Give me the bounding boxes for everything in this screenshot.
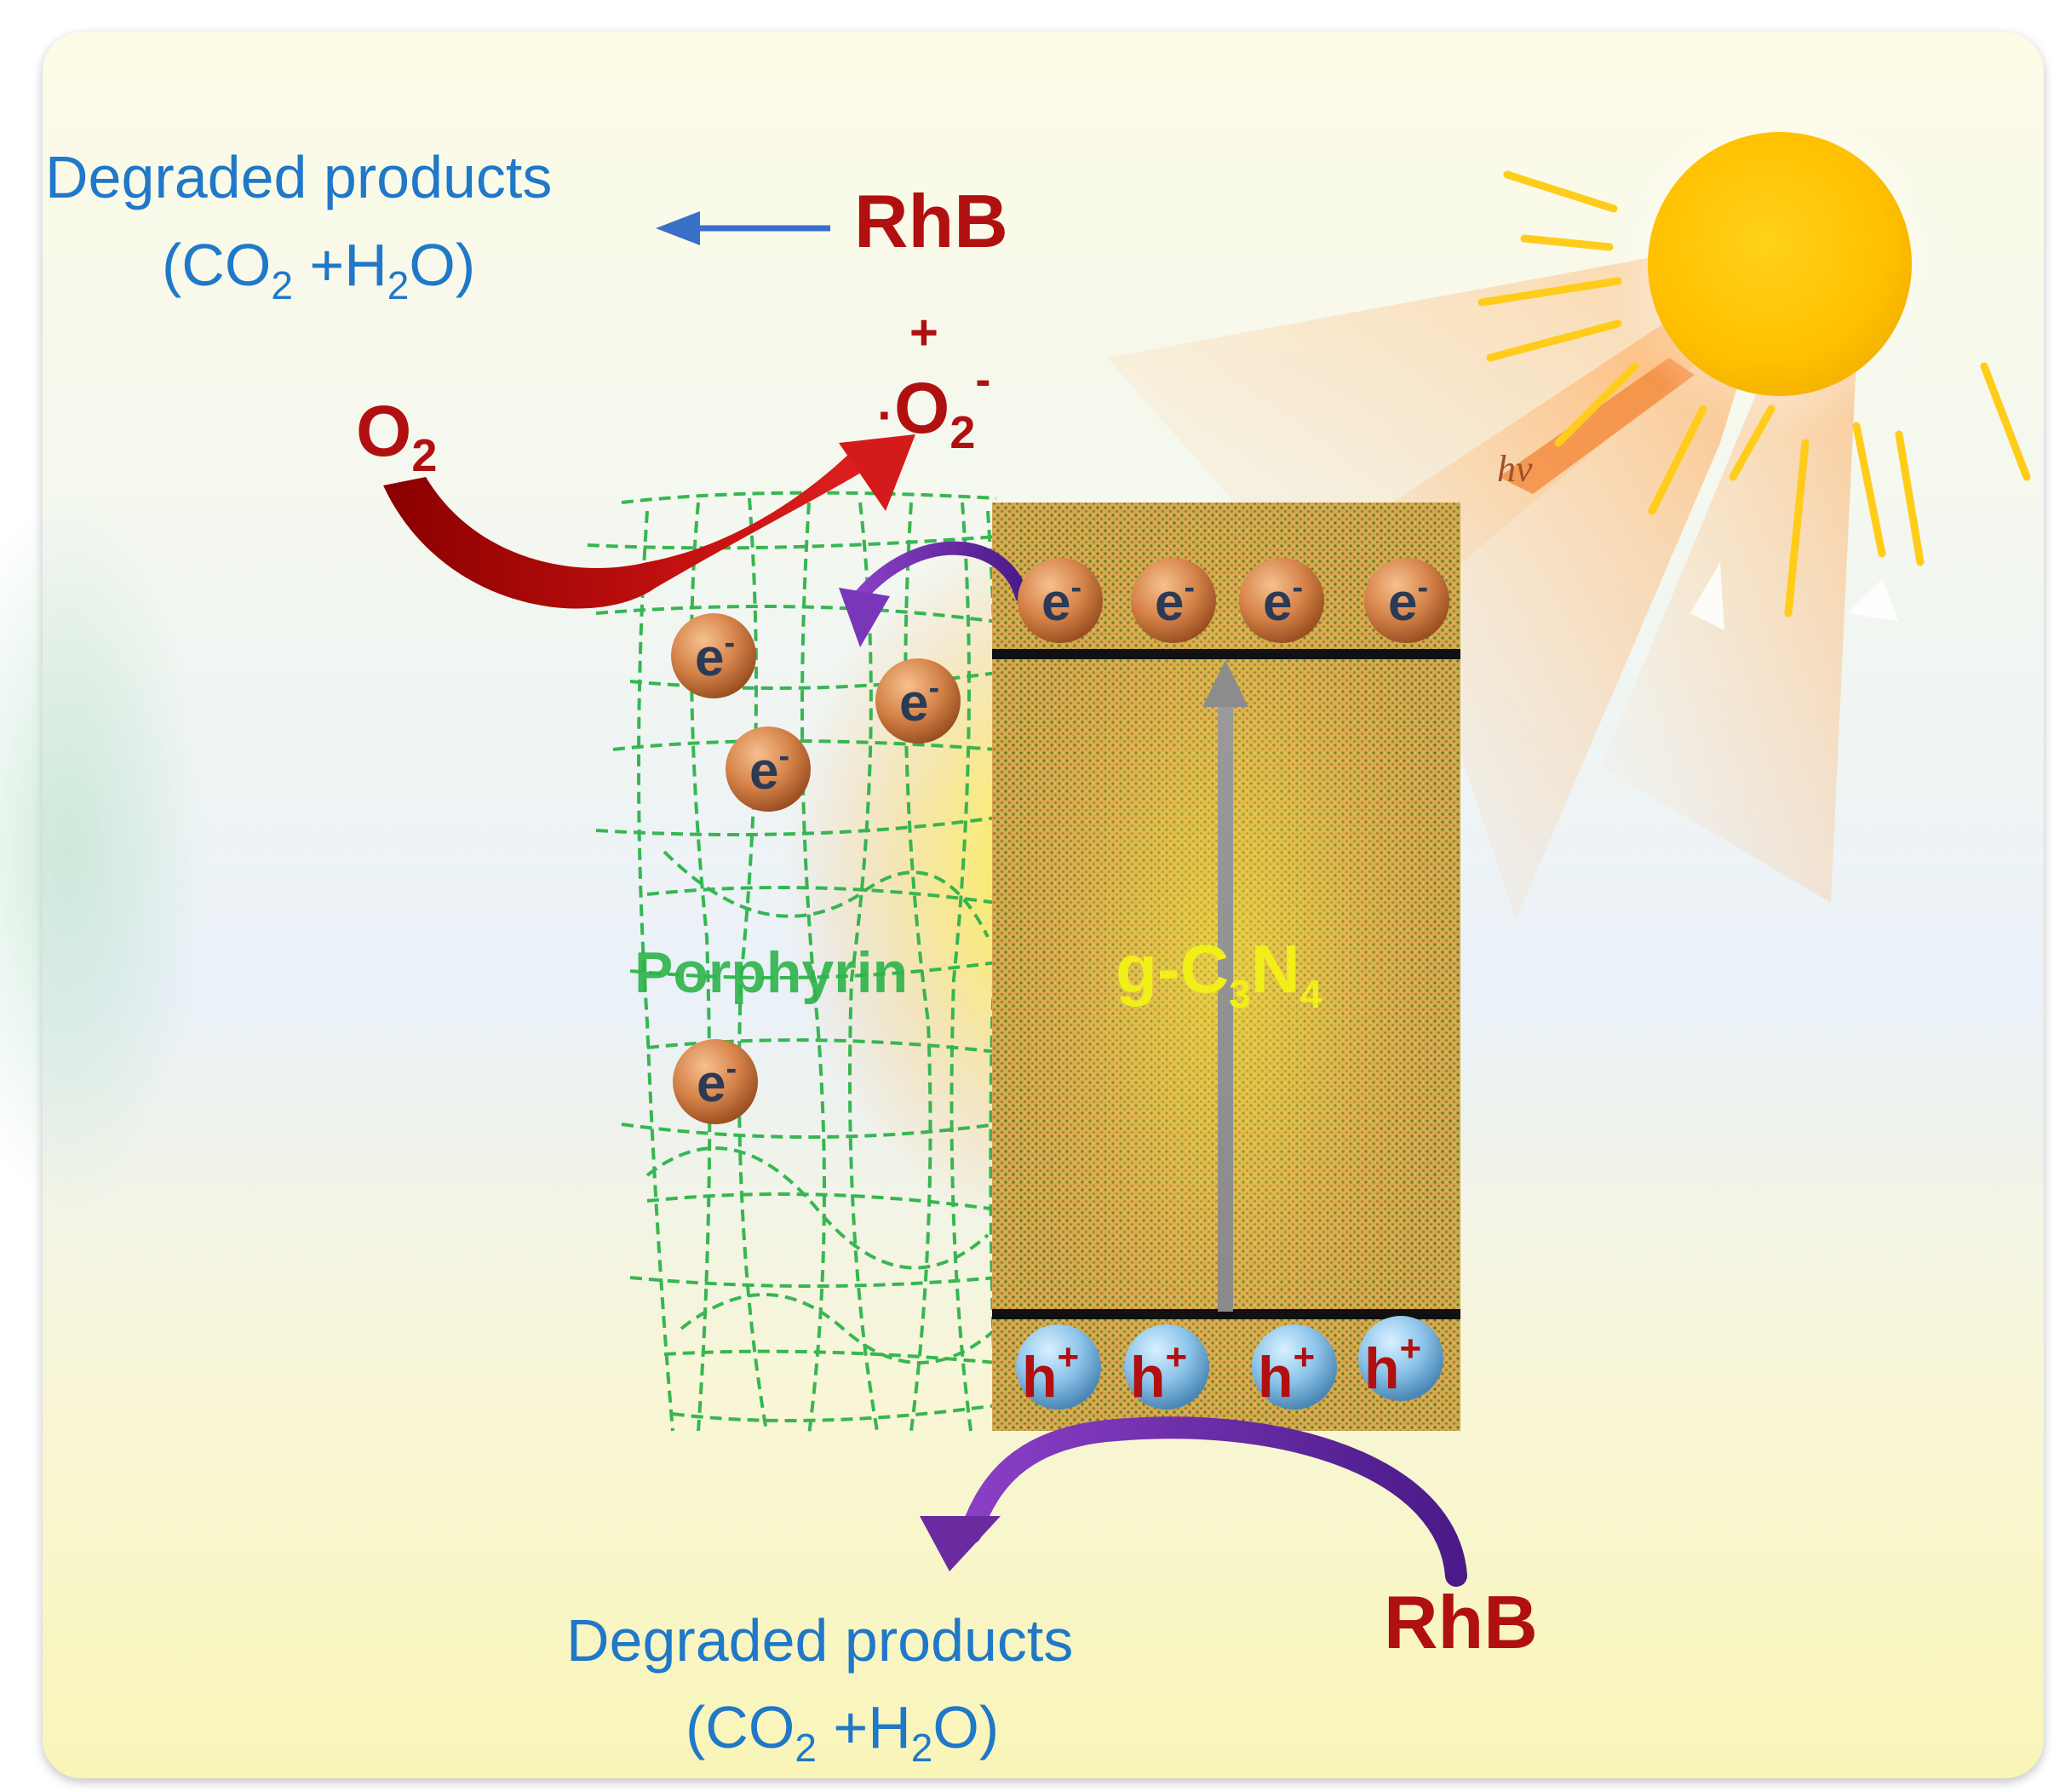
porphyrin-label: Porphyrin [634,940,908,1005]
oxygen-label: O2 [356,391,437,481]
conduction-band [992,649,1460,659]
bottom-products-line1: Degraded products [566,1607,1073,1674]
hole-4: h+ [1358,1316,1443,1401]
svg-text:h+: h+ [1022,1336,1079,1410]
rhb-bottom-label: RhB [1384,1580,1538,1664]
svg-text:e-: e- [695,625,735,687]
electron-7: e- [726,727,811,812]
superoxide-label: ·O2- [877,354,990,458]
svg-text:e-: e- [899,670,939,732]
svg-text:e-: e- [1388,570,1428,632]
sun-beams [1107,238,1856,920]
valence-band [992,1309,1460,1319]
sun-icon [1477,94,2031,630]
svg-text:h+: h+ [1364,1328,1421,1401]
electron-5: e- [671,613,756,698]
gcn-label: g-C3N4 [1116,931,1322,1016]
hole-oxidation-arrow [920,1416,1467,1587]
superoxide-plus: + [909,305,938,360]
porphyrin-mesh [587,491,1000,1436]
svg-text:e-: e- [1041,570,1081,632]
electron-1: e- [1018,558,1103,643]
svg-text:e-: e- [1155,570,1195,632]
hole-2: h+ [1124,1324,1209,1410]
electron-3: e- [1239,558,1324,643]
excitation-arrow [1202,660,1248,1312]
top-products-line1: Degraded products [45,144,552,210]
svg-text:e-: e- [749,738,789,801]
svg-text:e-: e- [697,1051,737,1113]
svg-text:h+: h+ [1130,1336,1187,1410]
electron-2: e- [1131,558,1216,643]
top-degradation-arrow [656,211,830,245]
hole-3: h+ [1252,1324,1337,1410]
svg-text:e-: e- [1263,570,1303,632]
bottom-products-line2: (CO2 +H2O) [686,1694,999,1770]
electron-transfer-arrow [839,541,1029,647]
rhb-top-label: RhB [854,179,1008,263]
top-products-line2: (CO2 +H2O) [162,232,475,307]
electron-8: e- [673,1039,758,1124]
electron-4: e- [1364,558,1449,643]
electron-6: e- [875,658,961,744]
hv-label: hv [1497,448,1533,490]
hole-1: h+ [1016,1324,1101,1410]
left-glow [0,494,204,1209]
svg-text:h+: h+ [1258,1336,1315,1410]
o2-reduction-arrow [383,434,915,609]
